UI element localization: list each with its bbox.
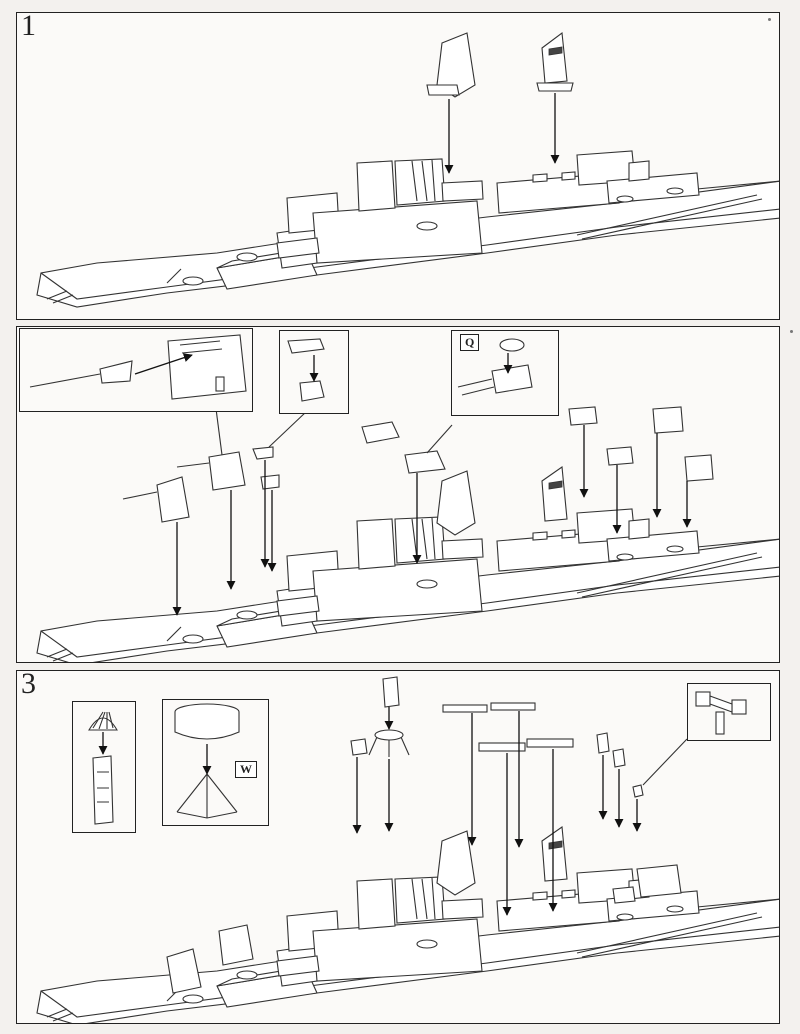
aa-mount-parts: [361, 421, 446, 474]
torpedo-tubes: [442, 702, 574, 752]
forward-funnel-part: [426, 32, 476, 98]
step-1-assembly-drawing: [36, 31, 779, 308]
aft-mounts: [568, 406, 714, 482]
searchlight-part: [350, 738, 368, 756]
gun-turret-b: [176, 451, 246, 491]
step-3-assembly-drawing: [36, 676, 779, 1023]
searchlight-detail-inset: [687, 683, 771, 741]
mount-detail-inset: [279, 330, 349, 414]
callout-tag-q: Q: [460, 334, 480, 351]
step-1-panel: 1: [16, 12, 780, 320]
gun-turret-a: [122, 476, 190, 523]
radar-mast-detail-inset: [72, 701, 136, 833]
turret-detail-inset: [19, 328, 253, 412]
director-part: [368, 676, 410, 757]
paper-speck: [790, 330, 793, 333]
step-3-number: 3: [21, 670, 36, 700]
small-mount-parts: [252, 446, 280, 490]
step-2-assembly-drawing: [36, 400, 779, 662]
callout-tag-w: W: [235, 761, 257, 778]
aft-small-mounts: [596, 732, 644, 798]
step-2-panel: 2: [16, 326, 780, 663]
step-1-number: 1: [21, 12, 36, 42]
step-3-panel: 3: [16, 670, 780, 1024]
aft-funnel-part: [536, 31, 574, 92]
paper-speck: [768, 18, 771, 21]
